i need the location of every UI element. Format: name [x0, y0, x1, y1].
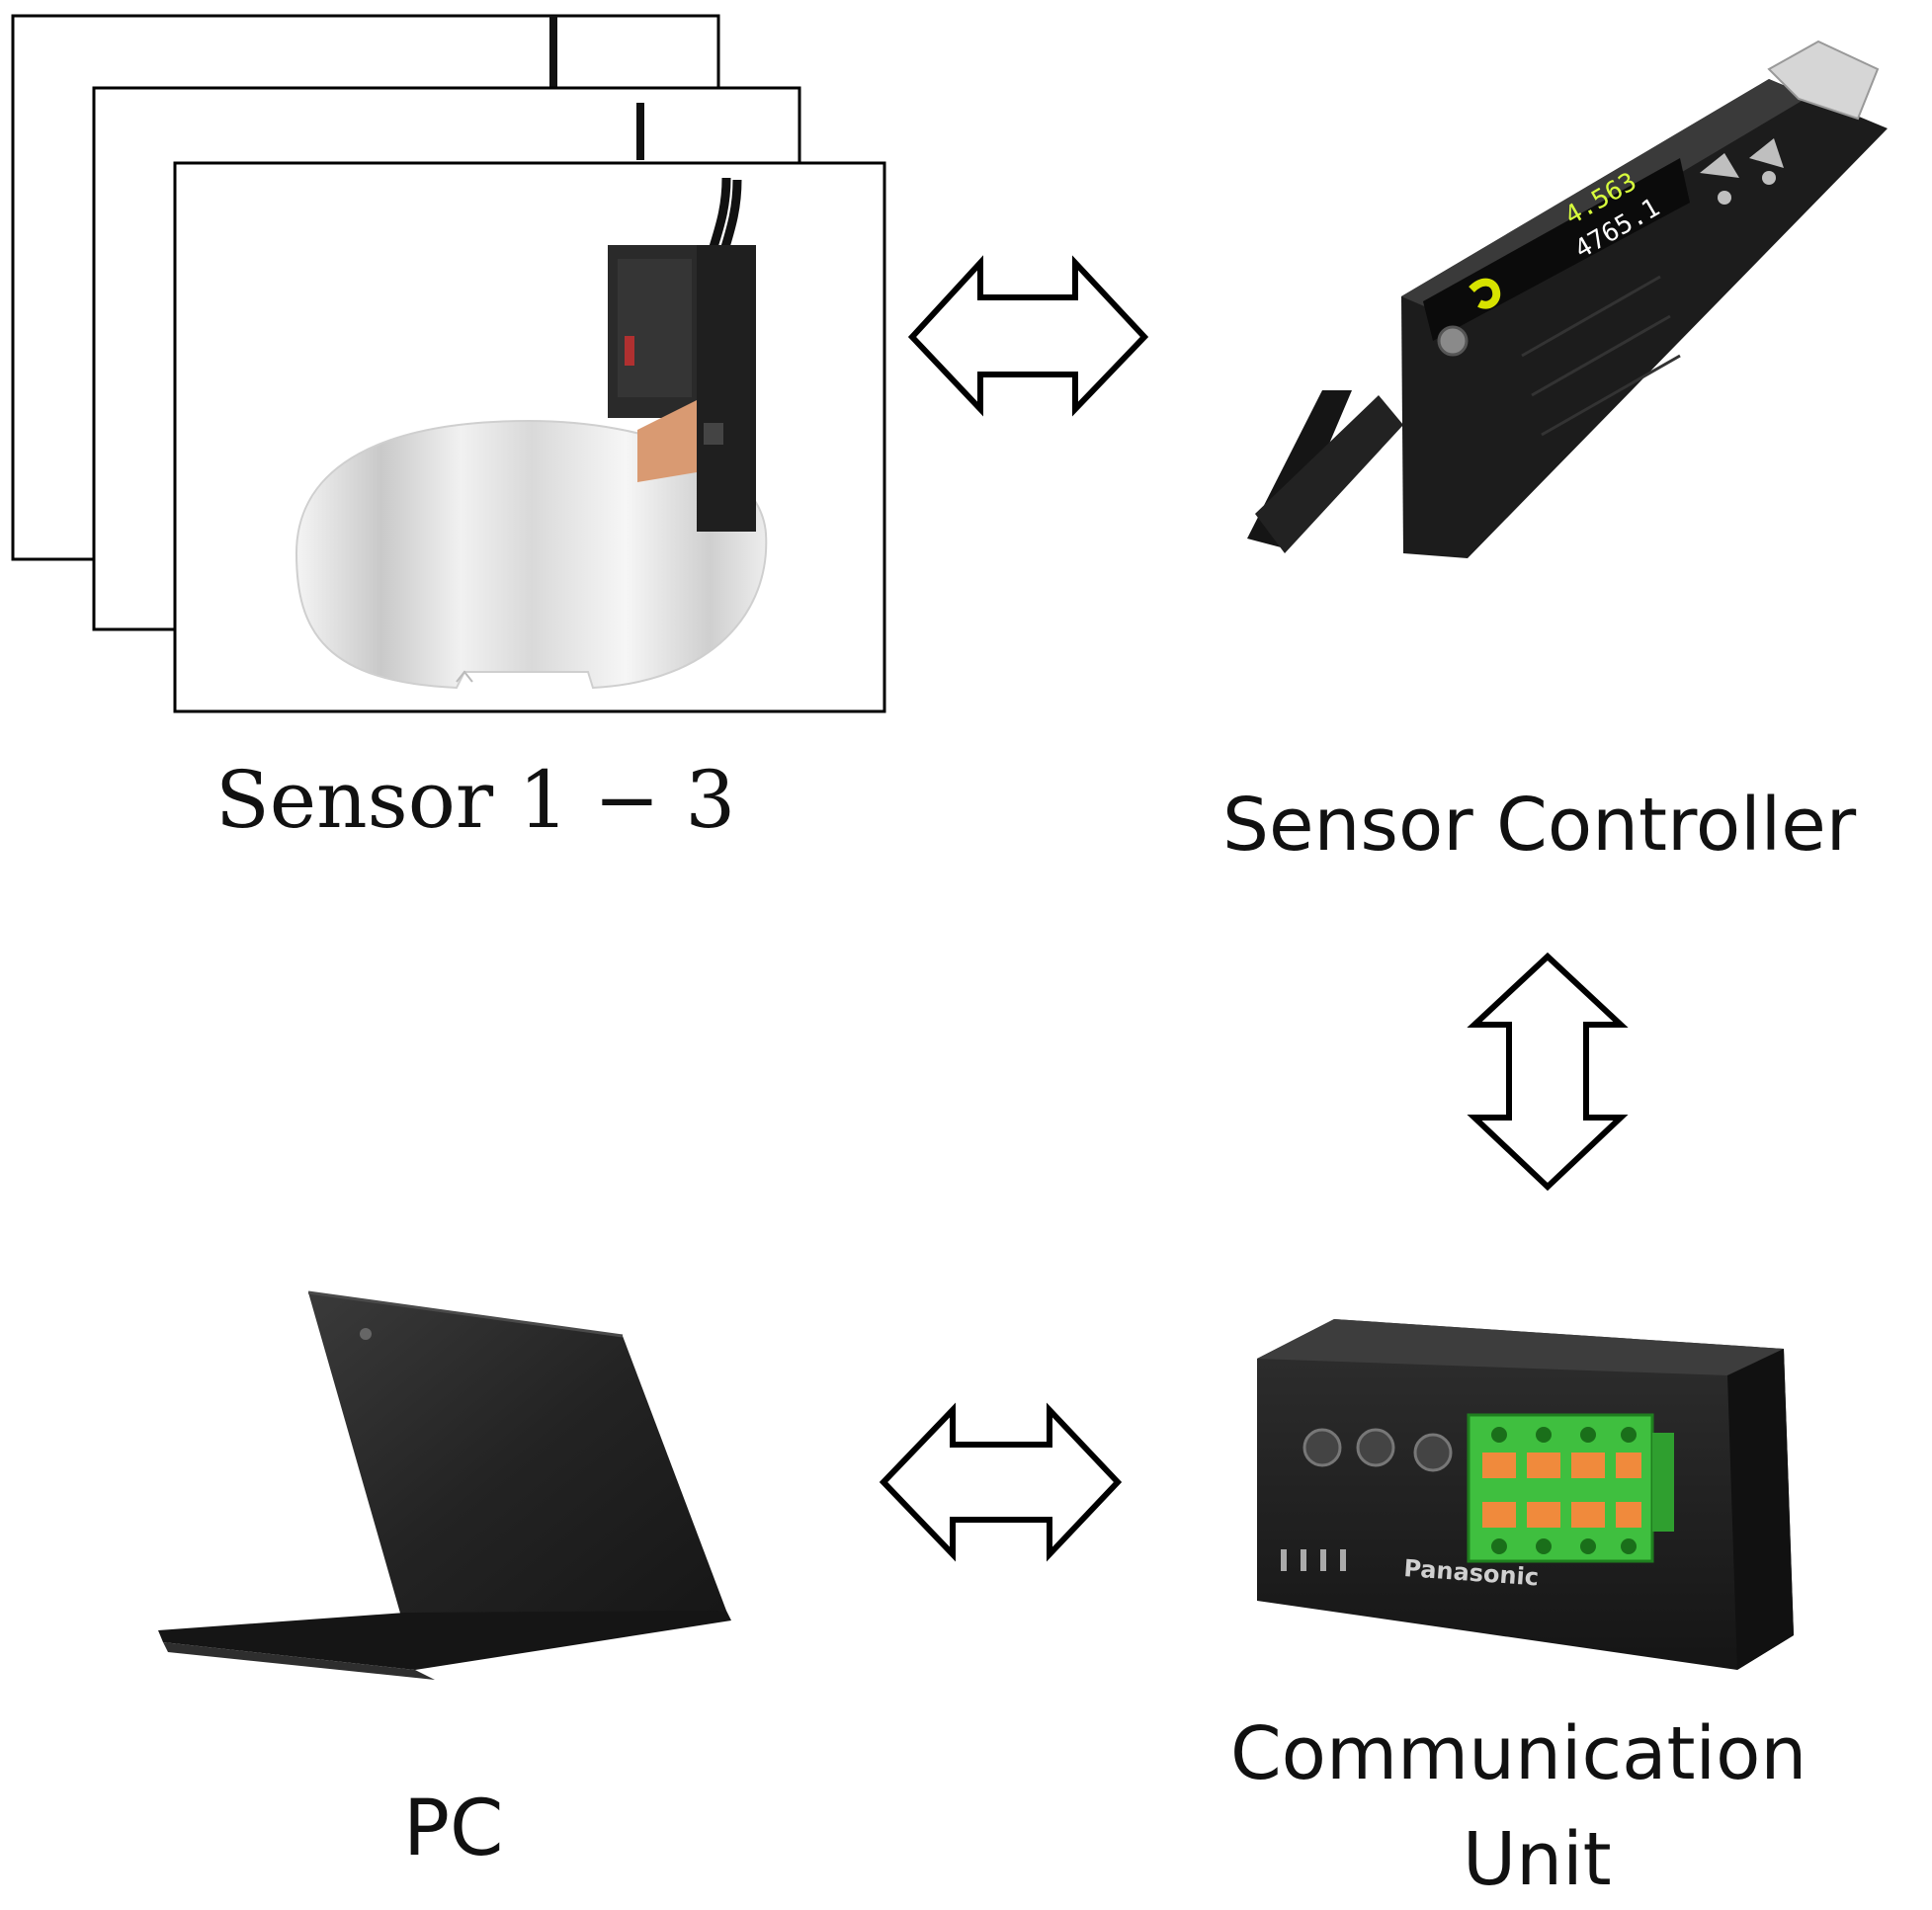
- sensors-label: Sensor 1 − 3: [215, 754, 736, 846]
- communication-unit-label-line1: Communication: [1230, 1711, 1807, 1796]
- double-arrow-icon: [907, 255, 1149, 417]
- laptop-icon: [158, 1290, 731, 1680]
- sensor-controller-label: Sensor Controller: [1222, 783, 1857, 868]
- wafer-icon: [294, 419, 768, 690]
- double-arrow-icon: [1467, 952, 1629, 1192]
- communication-unit-label-line2: Unit: [1463, 1817, 1612, 1902]
- pc-label: PC: [403, 1785, 504, 1873]
- sensor-head-icon: [608, 177, 756, 532]
- communication-unit-icon: Panasonic: [1257, 1319, 1794, 1670]
- sensor-controller-icon: 4.563 4765.1: [1247, 40, 1888, 558]
- double-arrow-icon: [879, 1402, 1123, 1562]
